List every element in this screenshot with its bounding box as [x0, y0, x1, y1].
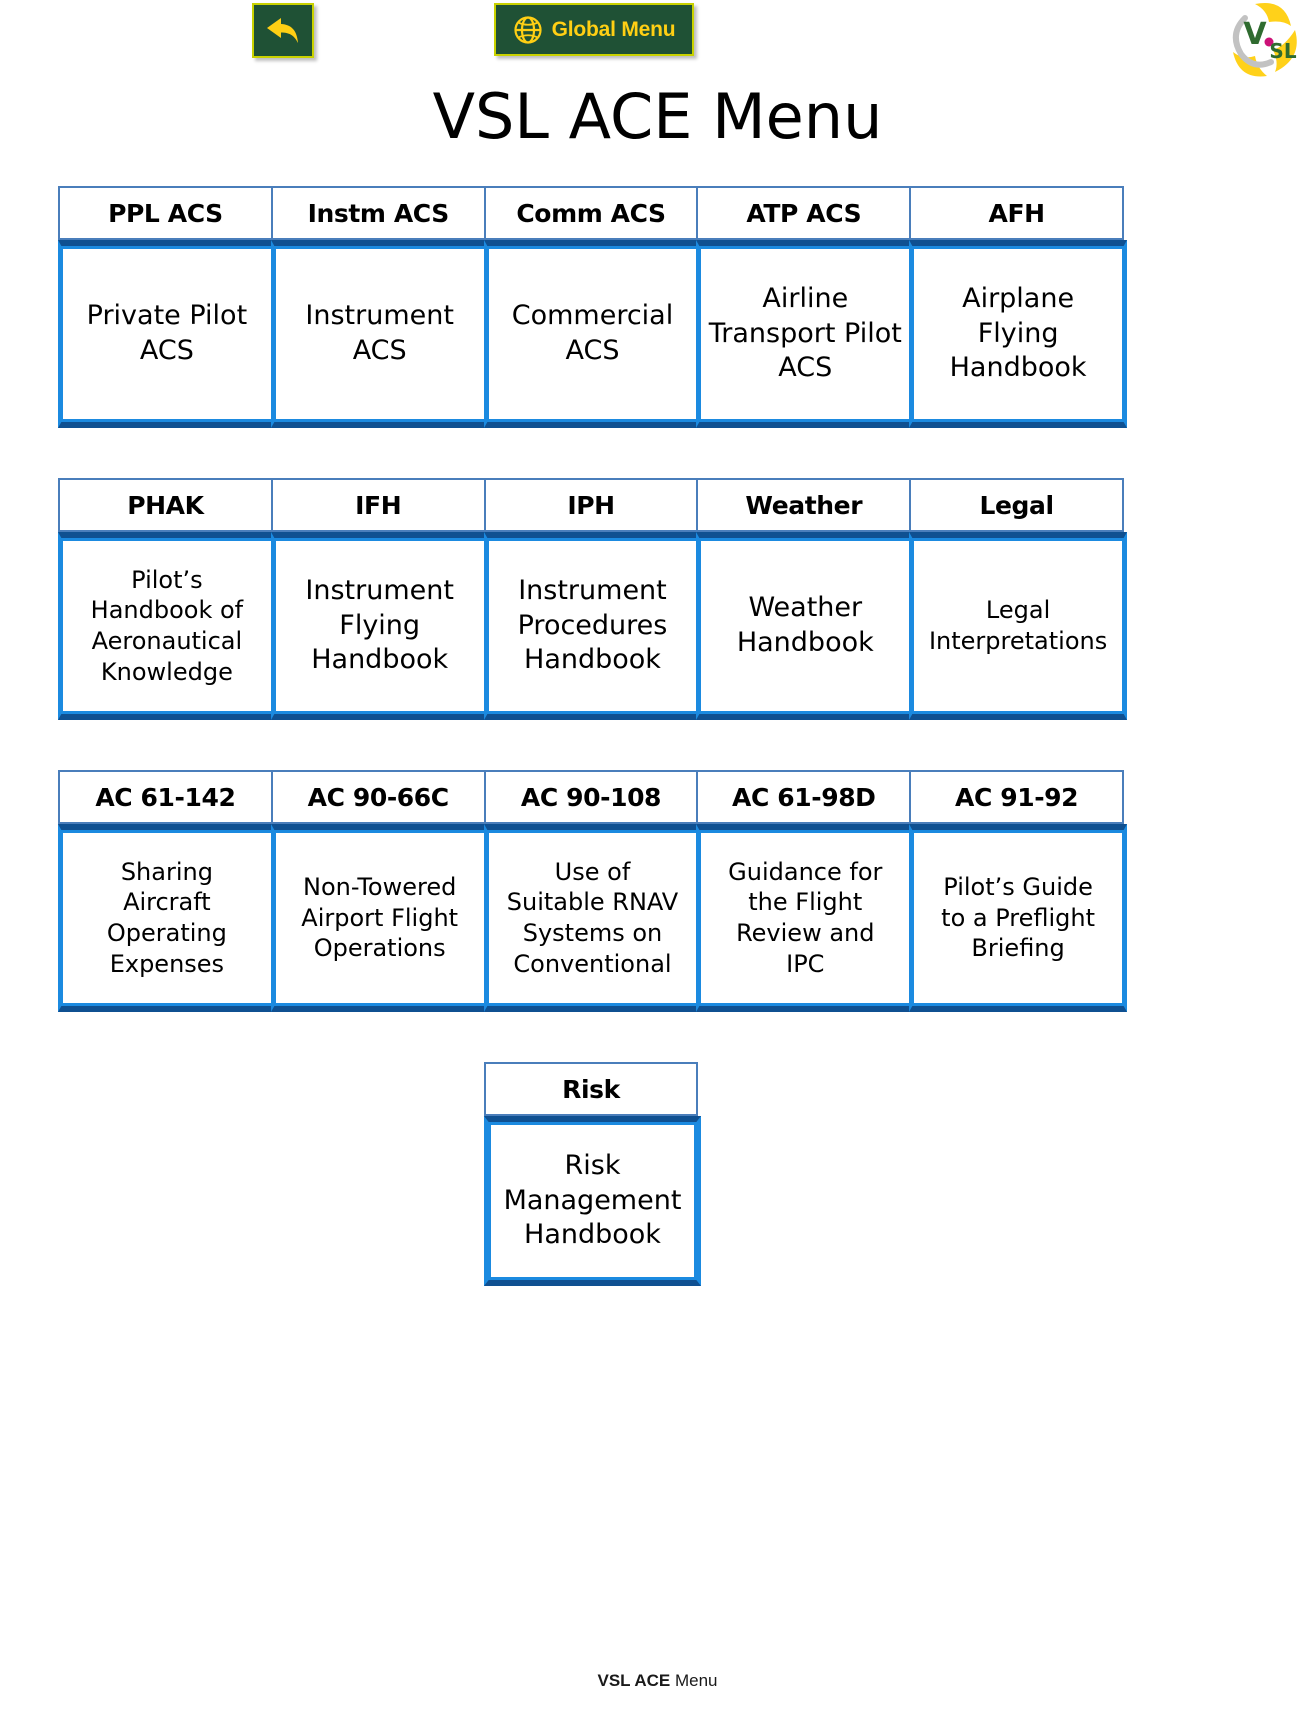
footer: VSL ACE Menu [0, 1671, 1315, 1691]
menu-card-header[interactable]: AC 61-98D [696, 770, 912, 824]
menu-card: IPH Instrument Procedures Handbook [483, 478, 702, 720]
menu-card-body[interactable]: Airline Transport Pilot ACS [696, 240, 915, 428]
menu-card-header-label: AC 61-98D [732, 782, 876, 812]
menu-card-header-label: AC 90-108 [520, 782, 662, 812]
menu-card-header[interactable]: Comm ACS [483, 186, 699, 240]
menu-card-header[interactable]: IFH [270, 478, 486, 532]
menu-card: Comm ACS Commercial ACS [483, 186, 702, 428]
logo-letter-v: V [1243, 17, 1267, 52]
menu-card-header-label: Comm ACS [516, 198, 666, 228]
menu-card-body[interactable]: Instrument Flying Handbook [270, 532, 489, 720]
menu-grid: PPL ACS Private Pilot ACS Instm ACS Instrum… [58, 186, 1127, 1336]
menu-card-header-label: Weather [745, 490, 863, 520]
menu-card-header[interactable]: AC 61-142 [58, 770, 273, 824]
menu-card-body-label: Weather Handbook [736, 592, 874, 658]
global-menu-button[interactable]: Global Menu [494, 3, 694, 56]
menu-card-header-label: PHAK [127, 490, 204, 520]
menu-card-body-label: Airplane Flying Handbook [949, 283, 1087, 384]
footer-bold: VSL ACE [597, 1671, 671, 1690]
menu-card-body-label: Instrument ACS [305, 300, 454, 366]
menu-card-header-label: IFH [355, 490, 402, 520]
menu-card-header[interactable]: PPL ACS [58, 186, 273, 240]
menu-card-header[interactable]: PHAK [58, 478, 273, 532]
row-handbooks: PHAK Pilot’s Handbook of Aeronautical Kno… [58, 478, 1127, 720]
menu-card: ATP ACS Airline Transport Pilot ACS [696, 186, 915, 428]
back-arrow-icon [267, 17, 298, 43]
menu-card-header[interactable]: AC 90-66C [270, 770, 486, 824]
menu-card-header-label: Risk [562, 1074, 620, 1104]
menu-card-body-label: Guidance for the Flight Review and IPC [728, 857, 883, 978]
menu-card: IFH Instrument Flying Handbook [270, 478, 489, 720]
menu-card-body-label: Sharing Aircraft Operating Expenses [106, 857, 227, 978]
menu-card-body[interactable]: Commercial ACS [483, 240, 702, 428]
menu-card-body[interactable]: Pilot’s Handbook of Aeronautical Knowled… [58, 532, 276, 720]
menu-card-body[interactable]: Instrument Procedures Handbook [483, 532, 702, 720]
menu-card-body[interactable]: Instrument ACS [270, 240, 489, 428]
menu-card: AC 90-66C Non-Towered Airport Flight Oper… [270, 770, 489, 1012]
menu-card-body-label: Risk Management Handbook [503, 1150, 682, 1251]
menu-card-header-label: ATP ACS [746, 198, 862, 228]
menu-card: AFH Airplane Flying Handbook [909, 186, 1127, 428]
menu-card-body[interactable]: Use of Suitable RNAV Systems on Conventi… [483, 824, 702, 1012]
globe-icon [513, 15, 542, 44]
menu-card-body-label: Airline Transport Pilot ACS [708, 283, 902, 384]
menu-card: AC 61-98D Guidance for the Flight Review … [696, 770, 915, 1012]
menu-card-header-label: PPL ACS [108, 198, 223, 228]
menu-card-body-label: Instrument Procedures Handbook [517, 575, 668, 676]
back-button[interactable] [252, 3, 314, 58]
menu-card: PHAK Pilot’s Handbook of Aeronautical Kno… [58, 478, 276, 720]
menu-card-header-label: AFH [988, 198, 1046, 228]
menu-card-body-label: Pilot’s Handbook of Aeronautical Knowled… [90, 565, 244, 686]
menu-card-body[interactable]: Guidance for the Flight Review and IPC [696, 824, 915, 1012]
menu-card-body-label: Commercial ACS [511, 300, 674, 366]
menu-card: Instm ACS Instrument ACS [270, 186, 489, 428]
menu-card-header[interactable]: Instm ACS [270, 186, 486, 240]
menu-card-body-label: Legal Interpretations [928, 596, 1108, 655]
menu-card-header[interactable]: ATP ACS [696, 186, 912, 240]
menu-card-body[interactable]: Sharing Aircraft Operating Expenses [58, 824, 276, 1012]
menu-card-header[interactable]: Weather [696, 478, 912, 532]
menu-card-body[interactable]: Weather Handbook [696, 532, 915, 720]
menu-card-header-label: IPH [567, 490, 615, 520]
menu-card-body-label: Pilot’s Guide to a Preflight Briefing [941, 872, 1096, 963]
menu-card-body-label: Private Pilot ACS [86, 300, 248, 366]
menu-card-body[interactable]: Legal Interpretations [909, 532, 1127, 720]
top-toolbar: Global Menu V SL [0, 0, 1315, 95]
menu-card-body-label: Use of Suitable RNAV Systems on Conventi… [506, 857, 679, 978]
menu-card-body[interactable]: Non-Towered Airport Flight Operations [270, 824, 489, 1012]
menu-card-header[interactable]: IPH [483, 478, 699, 532]
menu-card: PPL ACS Private Pilot ACS [58, 186, 276, 428]
menu-card-body[interactable]: Private Pilot ACS [58, 240, 276, 428]
logo-letter-sl: SL [1269, 39, 1296, 63]
menu-card-header[interactable]: AFH [909, 186, 1124, 240]
menu-card-header-label: Legal [979, 490, 1054, 520]
menu-card-header[interactable]: AC 90-108 [483, 770, 699, 824]
menu-card-header[interactable]: Risk [484, 1062, 698, 1116]
menu-card-header[interactable]: AC 91-92 [909, 770, 1124, 824]
menu-card-body-label: Instrument Flying Handbook [305, 575, 454, 676]
footer-rest: Menu [670, 1671, 718, 1690]
menu-card-header-label: AC 61-142 [95, 782, 236, 812]
page-title: VSL ACE Menu [432, 80, 883, 153]
row-acs: PPL ACS Private Pilot ACS Instm ACS Instrum… [58, 186, 1127, 428]
menu-card-body[interactable]: Pilot’s Guide to a Preflight Briefing [909, 824, 1127, 1012]
menu-card-header-label: AC 91-92 [955, 782, 1079, 812]
menu-card-body[interactable]: Risk Management Handbook [484, 1116, 701, 1286]
menu-card-header[interactable]: Legal [909, 478, 1124, 532]
menu-card-header-label: AC 90-66C [307, 782, 450, 812]
menu-card-body[interactable]: Airplane Flying Handbook [909, 240, 1127, 428]
menu-card-body-label: Non-Towered Airport Flight Operations [301, 872, 459, 963]
menu-card-header-label: Instm ACS [307, 198, 450, 228]
global-menu-label: Global Menu [551, 17, 676, 41]
vsl-logo: V SL [1232, 2, 1297, 77]
